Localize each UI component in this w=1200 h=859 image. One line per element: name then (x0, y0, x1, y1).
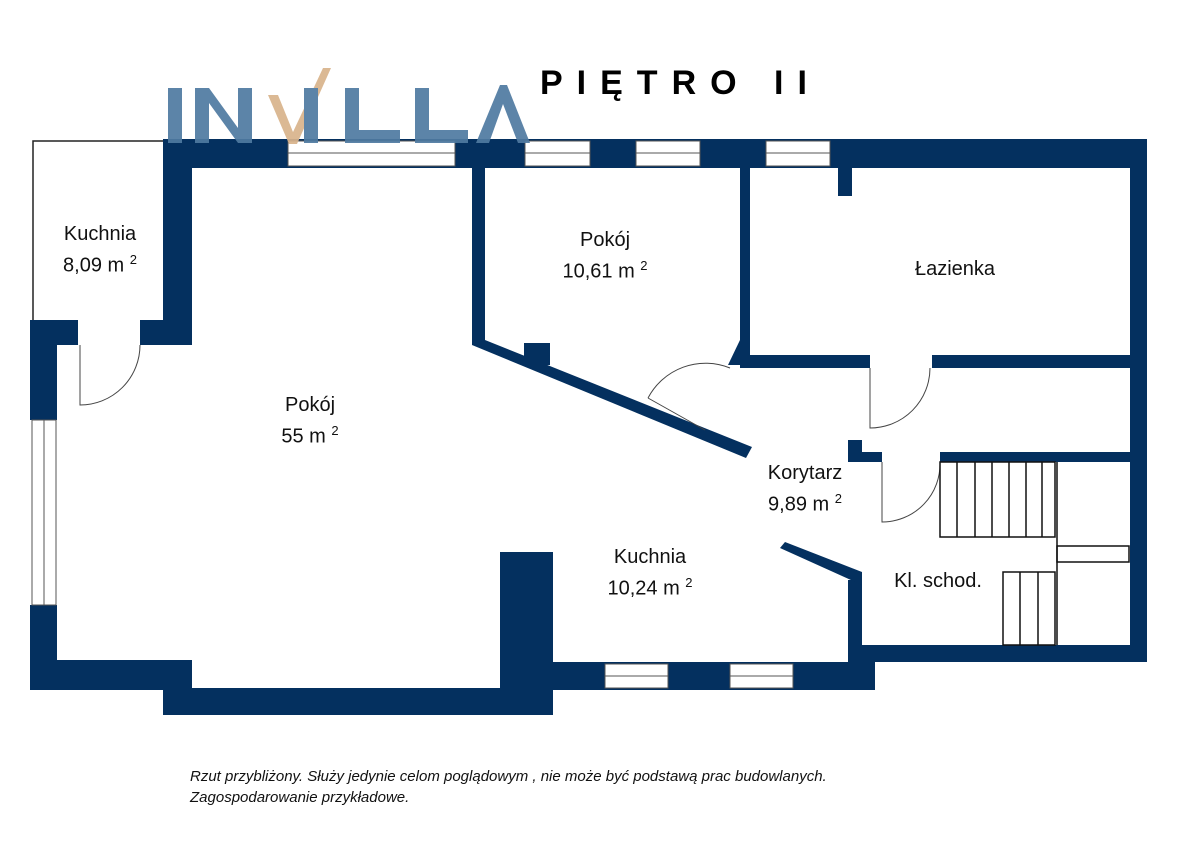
walls (30, 139, 1147, 715)
room-name: Kuchnia (63, 223, 137, 245)
windows (31, 140, 831, 689)
room-area: 55 m 2 (281, 423, 339, 448)
room-label-corridor: Korytarz 9,89 m 2 (745, 461, 865, 518)
invilla-logo (168, 68, 530, 144)
room-area: 9,89 m 2 (768, 491, 842, 516)
small-kitchen-outline (32, 140, 163, 320)
room-area: 8,09 m 2 (63, 252, 137, 277)
doors (79, 344, 941, 523)
room-area: 10,61 m 2 (562, 258, 648, 283)
disclaimer-note: Rzut przybliżony. Służy jedynie celom po… (190, 766, 827, 808)
room-name: Łazienka (914, 258, 996, 280)
room-label-kitchen: Kuchnia 10,24 m 2 (590, 545, 710, 602)
room-name: Kuchnia (613, 546, 687, 568)
note-line: Zagospodarowanie przykładowe. (190, 789, 410, 806)
room-name: Pokój (284, 394, 336, 416)
room-area: 10,24 m 2 (607, 575, 693, 600)
room-name: Pokój (579, 229, 631, 251)
floor-title: PIĘTRO II (540, 64, 821, 102)
room-name: Korytarz (767, 462, 843, 484)
room-label-room: Pokój 10,61 m 2 (545, 228, 665, 285)
room-label-staircase: Kl. schod. (878, 569, 998, 594)
room-label-living-room: Pokój 55 m 2 (250, 393, 370, 450)
room-label-bathroom: Łazienka (905, 257, 1005, 282)
room-label-small-kitchen: Kuchnia 8,09 m 2 (40, 222, 160, 279)
note-line: Rzut przybliżony. Służy jedynie celom po… (190, 768, 827, 785)
stairs (939, 461, 1130, 646)
room-name: Kl. schod. (894, 570, 982, 592)
